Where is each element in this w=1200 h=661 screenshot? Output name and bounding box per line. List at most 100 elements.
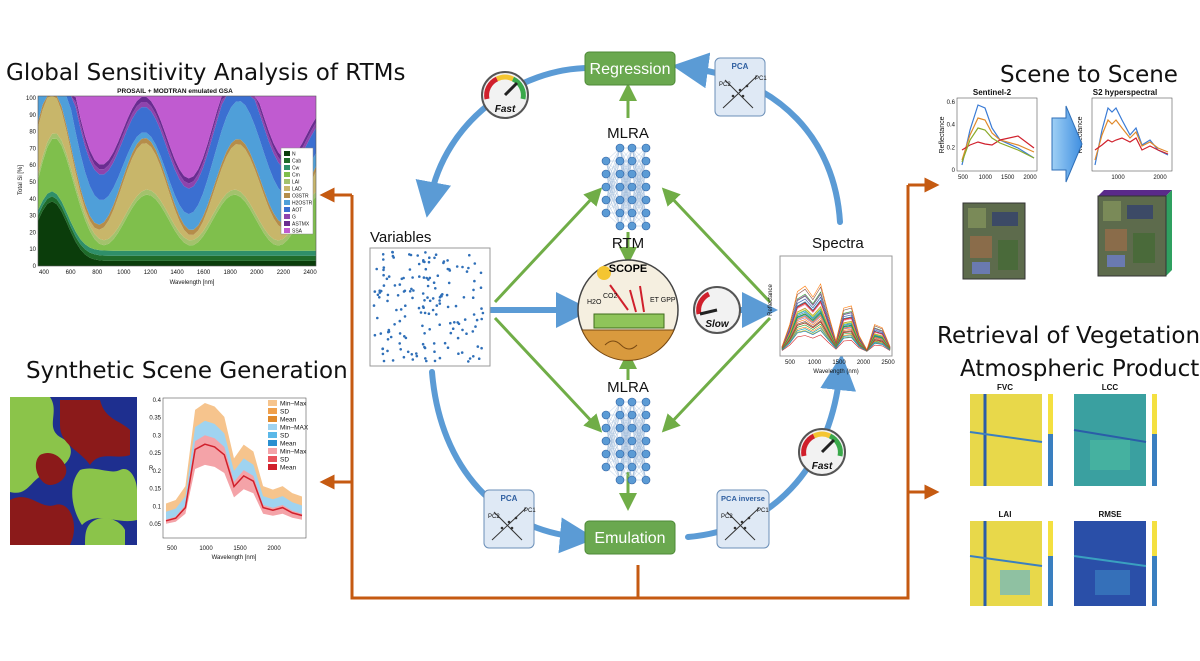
nn-node bbox=[615, 195, 625, 205]
scatter-point bbox=[412, 289, 415, 292]
nn-node bbox=[615, 397, 625, 407]
scatter-point bbox=[398, 332, 402, 335]
scatter-point bbox=[406, 350, 410, 354]
spectrum-line bbox=[781, 320, 891, 352]
variables-scatter bbox=[369, 247, 491, 367]
emulation-box[interactable]: Emulation bbox=[584, 520, 676, 555]
gsa-legend-swatch bbox=[284, 165, 290, 170]
gsa-legend-swatch bbox=[284, 172, 290, 177]
scatter-point bbox=[446, 346, 450, 350]
nn-node bbox=[641, 449, 651, 459]
lai-title: LAI bbox=[999, 510, 1012, 519]
gsa-xtick: 1800 bbox=[224, 270, 238, 276]
nn-edge bbox=[605, 414, 621, 468]
nn-edge bbox=[619, 186, 633, 227]
scatter-point bbox=[382, 268, 385, 272]
gsa-area-band bbox=[38, 96, 316, 215]
pca-top-title: PCA bbox=[732, 62, 749, 71]
fvc-title: FVC bbox=[997, 383, 1013, 392]
pca-top-pc1: PC1 bbox=[755, 76, 767, 82]
nn-node bbox=[615, 143, 625, 153]
nn-node bbox=[627, 208, 637, 218]
nn-node bbox=[615, 221, 625, 231]
nn-node bbox=[641, 397, 651, 407]
scatter-point bbox=[373, 333, 377, 337]
gsa-xtick: 1600 bbox=[197, 270, 211, 276]
gsa-legend-swatch bbox=[284, 158, 290, 163]
synthetic-xtick: 2000 bbox=[267, 546, 281, 552]
scatter-point bbox=[447, 281, 451, 285]
gsa-ytick: 40 bbox=[29, 197, 36, 203]
scatter-point bbox=[410, 287, 413, 291]
gsa-legend-label: ASTMX bbox=[292, 222, 310, 228]
scatter-point bbox=[446, 259, 449, 262]
scatter-point bbox=[428, 299, 432, 303]
scatter-point bbox=[465, 332, 468, 336]
scatter-point bbox=[435, 304, 439, 307]
nn-edge bbox=[619, 427, 633, 481]
nn-edge bbox=[631, 199, 647, 227]
hyperspectral-cube-image bbox=[1097, 190, 1172, 277]
scatter-point bbox=[411, 358, 415, 361]
scatter-point bbox=[421, 305, 425, 308]
pca-box-left: PCA PC1 PC2 bbox=[483, 489, 536, 549]
nn-edge bbox=[619, 453, 633, 481]
gsa-ylabel: Total Si [%] bbox=[18, 165, 24, 195]
gsa-xtick: 1200 bbox=[144, 270, 158, 276]
sentinel2-ylabel: Reflectance bbox=[939, 116, 946, 153]
synthetic-legend-swatch bbox=[268, 448, 277, 454]
scatter-point bbox=[378, 291, 382, 294]
scatter-point bbox=[449, 321, 452, 325]
scatter-point bbox=[432, 281, 436, 285]
scatter-point bbox=[428, 276, 432, 280]
gsa-xtick: 2000 bbox=[250, 270, 264, 276]
nn-edge bbox=[619, 401, 633, 429]
scatter-point bbox=[480, 346, 483, 350]
scatter-point bbox=[442, 261, 445, 265]
scatter-point bbox=[456, 321, 460, 324]
synthetic-ylabel: R bbox=[149, 466, 154, 472]
nn-node bbox=[615, 156, 625, 166]
scatter-point bbox=[446, 267, 450, 271]
nn-edge bbox=[631, 173, 647, 227]
scatter-point bbox=[424, 251, 427, 254]
gsa-ytick: 100 bbox=[26, 96, 37, 102]
spectra-ylabel: Reflectance bbox=[768, 283, 774, 315]
nn-node bbox=[601, 462, 611, 472]
nn-edge bbox=[619, 199, 633, 227]
nn-node bbox=[615, 462, 625, 472]
scatter-point bbox=[424, 267, 428, 271]
fvc-map: FVC bbox=[969, 383, 1053, 486]
scatter-point bbox=[471, 330, 475, 333]
synthetic-legend-swatch bbox=[268, 400, 277, 406]
synthetic-legend-label: Mean bbox=[280, 417, 297, 424]
gsa-ytick: 90 bbox=[29, 113, 36, 119]
scatter-point bbox=[423, 332, 426, 335]
nn-edge bbox=[619, 147, 633, 175]
mlra-bottom-label: MLRA bbox=[607, 379, 649, 396]
spectrum-line bbox=[781, 283, 891, 351]
scatter-point bbox=[417, 306, 421, 310]
scatter-point bbox=[411, 276, 414, 279]
scatter-point bbox=[372, 304, 376, 307]
spectrum-line bbox=[781, 306, 891, 352]
scatter-point bbox=[391, 254, 395, 258]
scatter-point bbox=[386, 299, 389, 303]
nn-node bbox=[601, 195, 611, 205]
nn-edge bbox=[631, 440, 647, 481]
scatter-point bbox=[423, 345, 426, 349]
sentinel2-image bbox=[962, 202, 1026, 280]
nn-edge bbox=[631, 401, 647, 442]
scatter-point bbox=[472, 355, 475, 358]
scatter-point bbox=[451, 327, 455, 331]
scatter-point bbox=[403, 335, 406, 338]
gsa-area-band bbox=[38, 96, 316, 189]
scatter-point bbox=[378, 296, 381, 299]
gsa-legend-label: Cab bbox=[292, 159, 301, 165]
regression-box[interactable]: Regression bbox=[584, 51, 676, 86]
scatter-point bbox=[438, 356, 442, 360]
scene-to-scene-title: Scene to Scene bbox=[1000, 62, 1178, 88]
gsa-area-band bbox=[38, 201, 316, 266]
gsa-xtick: 400 bbox=[39, 270, 50, 276]
synthetic-ytick: 0.1 bbox=[153, 504, 162, 510]
